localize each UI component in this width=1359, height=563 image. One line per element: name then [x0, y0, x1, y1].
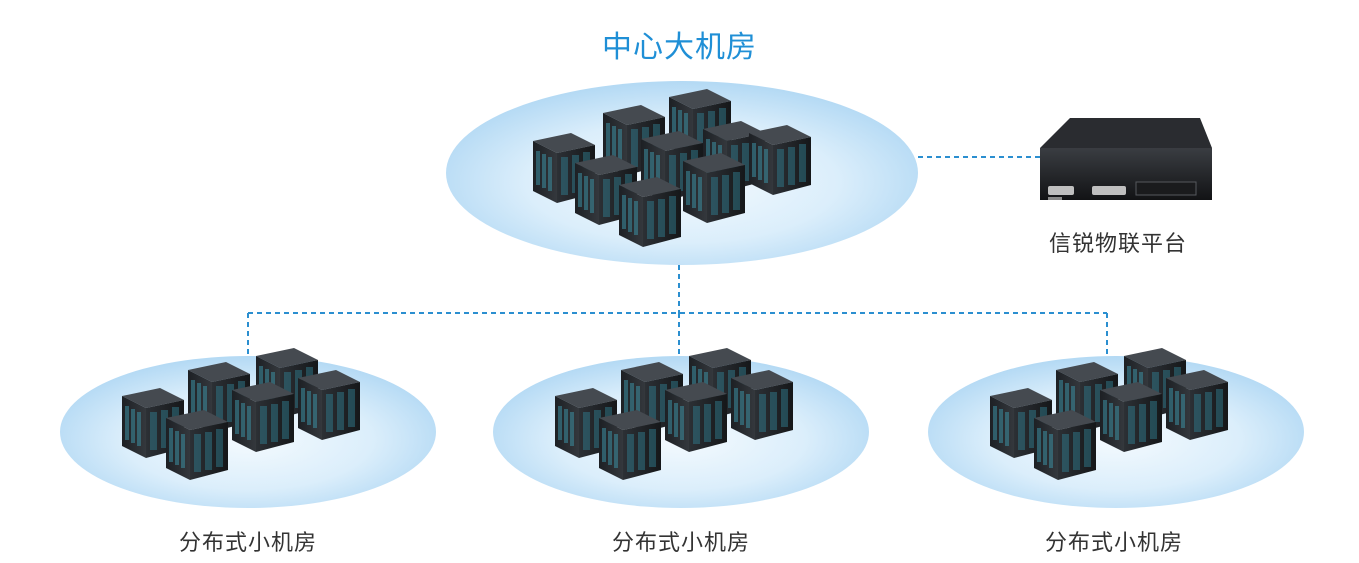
connector-lines [247, 156, 1108, 360]
branch-label-middle: 分布式小机房 [611, 531, 750, 556]
branch-label-left: 分布式小机房 [178, 531, 317, 556]
device-port [1092, 186, 1126, 195]
platform-label: 信锐物联平台 [1048, 232, 1187, 257]
device-panel [1135, 181, 1197, 196]
center-room-title: 中心大机房 [602, 30, 757, 65]
branch-room-middle [493, 348, 869, 508]
device-port [1048, 186, 1074, 195]
branch-room-right [928, 348, 1304, 508]
center-room [446, 81, 918, 265]
device-top [1040, 118, 1212, 148]
device-indicator [1048, 197, 1062, 200]
branch-room-left [60, 348, 436, 508]
branch-label-right: 分布式小机房 [1044, 531, 1183, 556]
platform-device [1040, 118, 1212, 200]
